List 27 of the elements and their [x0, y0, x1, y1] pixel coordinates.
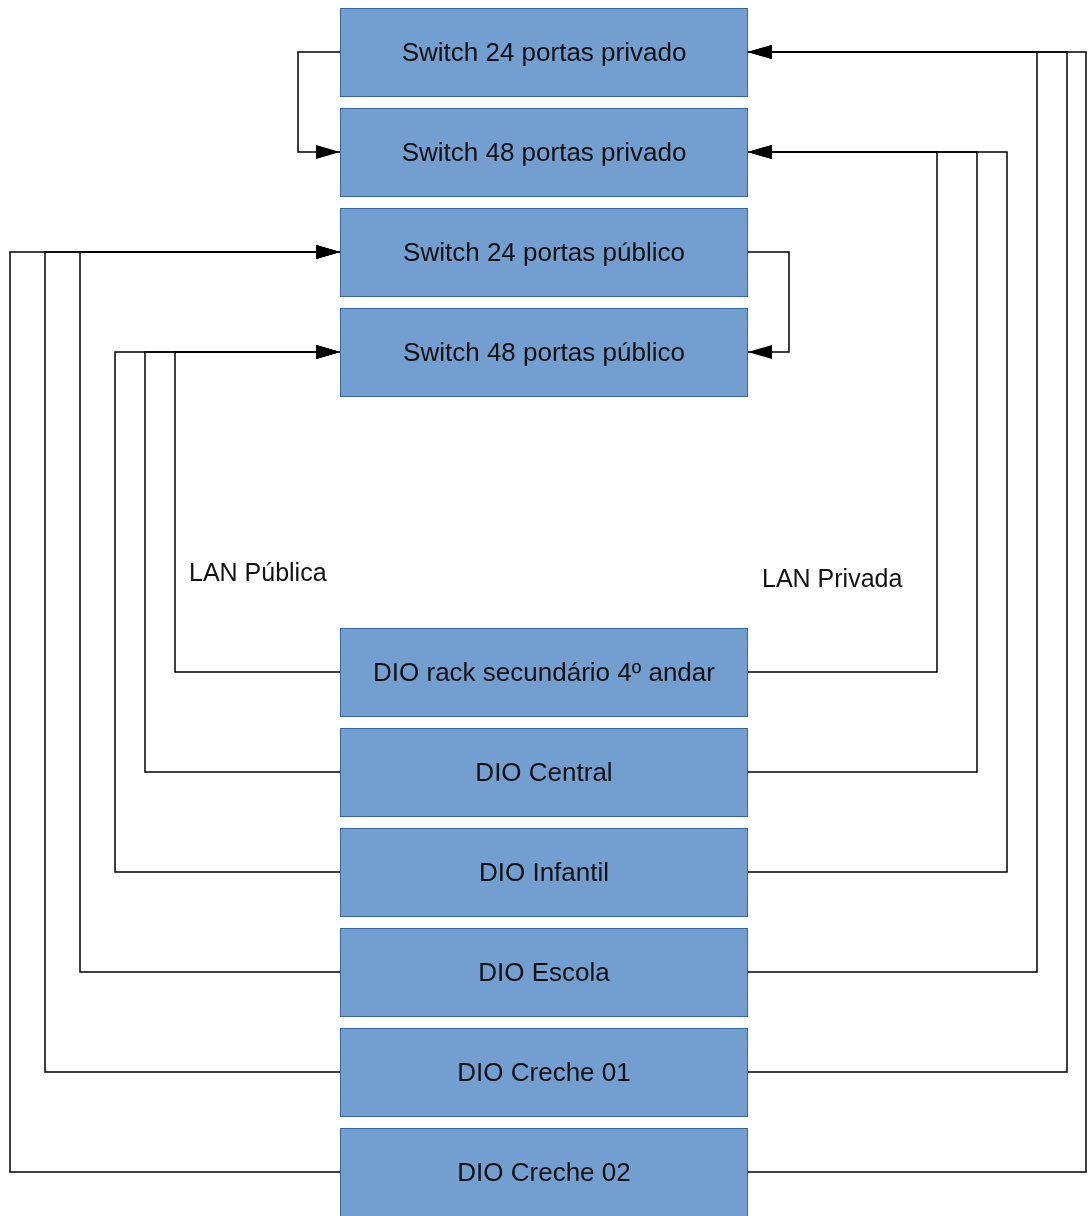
node-label: DIO Creche 01	[457, 1057, 631, 1088]
node-label: DIO Central	[475, 757, 613, 788]
node-label: Switch 48 portas público	[403, 337, 685, 368]
connector-arrow	[114, 345, 341, 873]
node-label: DIO Infantil	[478, 857, 610, 888]
connector-arrow	[9, 245, 341, 1173]
process-box	[340, 8, 748, 97]
connector-arrow	[747, 251, 790, 359]
process-box	[340, 928, 748, 1017]
process-box	[340, 1128, 748, 1216]
network-label: LAN Privada	[762, 564, 903, 593]
node-label: DIO rack secundário 4º andar	[373, 657, 715, 688]
node-label: DIO Creche 02	[457, 1157, 631, 1188]
node-label: Switch 24 portas privado	[401, 37, 687, 68]
network-label: LAN Pública	[189, 558, 327, 587]
node-label: Switch 24 portas público	[403, 237, 685, 268]
process-box	[340, 308, 748, 397]
process-box	[340, 108, 748, 197]
node-label: Switch 48 portas privado	[401, 137, 687, 168]
node-label: DIO Escola	[478, 957, 610, 988]
process-box	[340, 208, 748, 297]
process-box	[340, 628, 748, 717]
process-box	[340, 728, 748, 817]
connector-arrow	[297, 51, 341, 159]
process-box	[340, 828, 748, 917]
connector-arrow	[747, 145, 1008, 873]
process-box	[340, 1028, 748, 1117]
